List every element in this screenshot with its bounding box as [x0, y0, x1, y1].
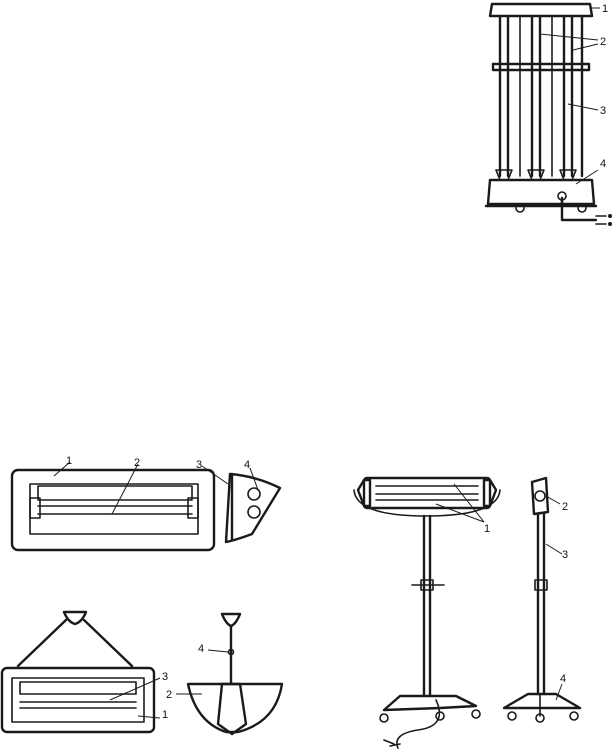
stand-lamp-front-figure: 1 — [353, 476, 501, 749]
stand-side-label-2: 2 — [562, 501, 568, 513]
wall-label-4: 4 — [244, 459, 250, 471]
hanging-label-1: 1 — [162, 709, 168, 721]
cabinet-label-2: 2 — [600, 36, 606, 48]
hanging-label-3: 3 — [162, 671, 168, 683]
stand-side-label-3: 3 — [562, 549, 568, 561]
wall-label-1: 1 — [66, 455, 72, 467]
wall-label-2: 2 — [134, 457, 140, 469]
wall-lamp-figure: 1 2 3 4 — [10, 455, 282, 552]
hanging-lamp-figure: 3 1 4 2 — [0, 610, 284, 736]
stand-side-label-4: 4 — [560, 673, 566, 685]
hanging-label-2: 2 — [166, 689, 172, 701]
wall-label-3: 3 — [196, 459, 202, 471]
cabinet-label-1: 1 — [602, 3, 608, 15]
cabinet-label-3: 3 — [600, 105, 606, 117]
stand-lamp-side-figure: 2 3 4 — [502, 476, 582, 723]
cabinet-label-4: 4 — [600, 158, 606, 170]
cabinet-lamp-figure: 1 2 3 4 — [484, 2, 612, 226]
stand-front-label-1: 1 — [484, 523, 490, 535]
hanging-label-4: 4 — [198, 643, 204, 655]
